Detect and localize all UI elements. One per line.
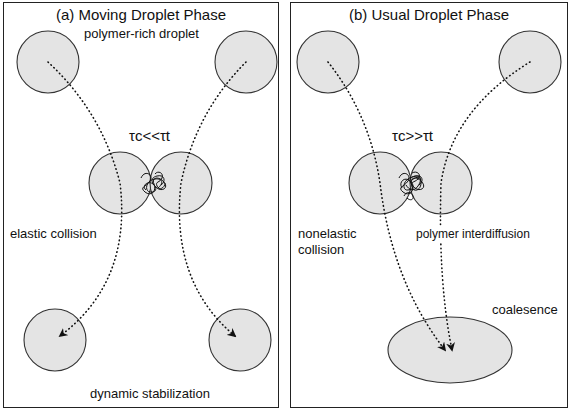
- annotation-label: polymer interdiffusion: [414, 226, 532, 242]
- trajectory: [48, 62, 122, 336]
- polymer-tangles: [141, 172, 424, 200]
- trajectory: [179, 62, 246, 336]
- droplets: [17, 31, 561, 383]
- annotation-label: τc>>τt: [390, 128, 435, 144]
- annotation-label: dynamic stabilization: [88, 386, 212, 402]
- trajectory: [328, 62, 445, 350]
- annotation-label: coalesence: [490, 302, 560, 318]
- polymer-chain: [155, 172, 165, 188]
- panel-title: (a) Moving Droplet Phase: [4, 3, 278, 23]
- panel-title: (b) Usual Droplet Phase: [291, 3, 567, 23]
- polymer-chain: [401, 176, 421, 190]
- panel: (b) Usual Droplet Phase: [290, 2, 568, 408]
- polymer-chain: [404, 193, 413, 200]
- droplet: [24, 309, 86, 371]
- droplet: [209, 309, 271, 371]
- annotation-label: nonelastic collision: [296, 226, 380, 258]
- polymer-chain: [411, 172, 421, 190]
- trajectories: [48, 62, 530, 350]
- panel: (a) Moving Droplet Phase: [3, 2, 279, 408]
- annotation-label: τc<<τt: [127, 128, 172, 144]
- coalesced-droplet: [388, 317, 512, 383]
- annotation-label: polymer-rich droplet: [82, 26, 201, 42]
- annotation-label: elastic collision: [8, 226, 99, 242]
- droplet: [89, 152, 151, 214]
